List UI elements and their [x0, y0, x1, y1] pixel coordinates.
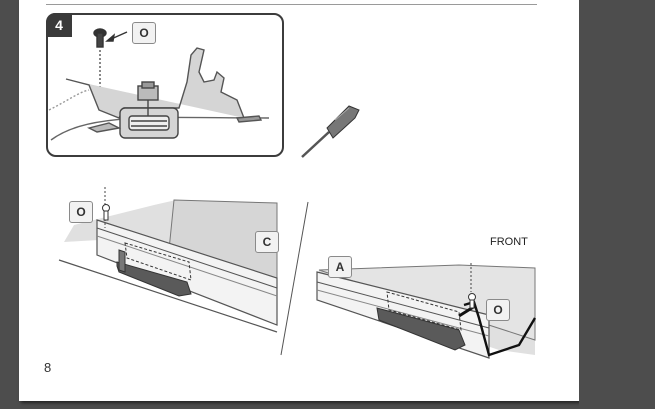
- left-rail-illustration: [58, 187, 278, 333]
- screw-icon: [102, 204, 110, 221]
- illustration: [48, 28, 537, 359]
- screwdriver-icon: [301, 105, 360, 158]
- clip-detail-illustration: [48, 28, 270, 141]
- right-rail-illustration: [316, 263, 537, 359]
- page-number: 8: [44, 360, 52, 375]
- callout-part-c: C: [255, 231, 279, 253]
- callout-clip-right: O: [486, 299, 510, 321]
- top-rule: [46, 4, 537, 5]
- step-frame: [46, 13, 284, 157]
- step-number-badge: 4: [46, 13, 72, 37]
- viewer-background: [579, 0, 655, 409]
- screw-icon: [468, 293, 476, 309]
- callout-clip-top: O: [132, 22, 156, 44]
- front-label: FRONT: [490, 236, 528, 248]
- manual-page: 4 O O C A O FRONT 8: [19, 0, 579, 401]
- divider-line: [280, 201, 309, 356]
- callout-part-a: A: [328, 256, 352, 278]
- callout-clip-left: O: [69, 201, 93, 223]
- screw-icon: [93, 28, 107, 48]
